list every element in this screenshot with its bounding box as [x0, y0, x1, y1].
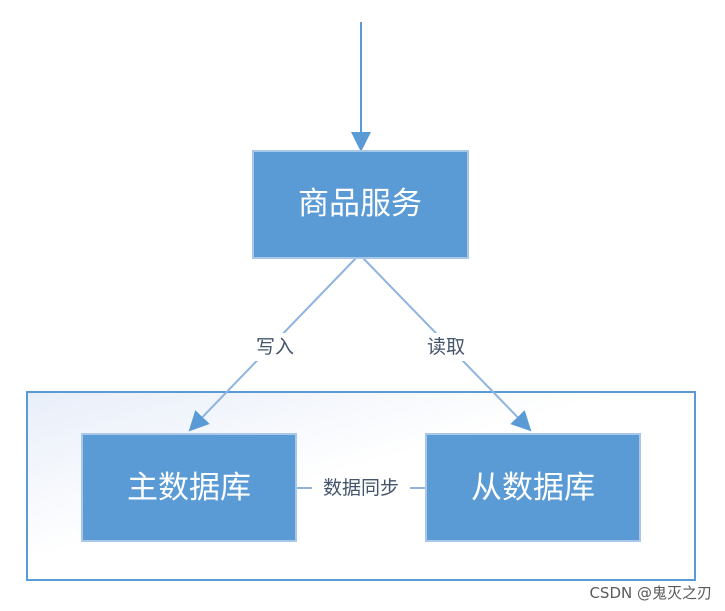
service-node: 商品服务: [252, 150, 469, 259]
write-label-bg: [249, 333, 301, 361]
slave-db-node: 从数据库: [425, 433, 641, 542]
read-edge-label: 读取: [427, 336, 465, 358]
service-node-label: 商品服务: [298, 186, 422, 222]
master-db-node-box: [81, 433, 297, 542]
slave-db-node-box: [425, 433, 641, 542]
read-label-bg: [420, 333, 472, 361]
watermark-text: CSDN @鬼灭之刃: [589, 584, 712, 602]
master-db-node: 主数据库: [81, 433, 297, 542]
service-node-box: [252, 150, 469, 259]
write-edge-label: 写入: [256, 336, 294, 358]
master-db-node-label: 主数据库: [127, 470, 251, 506]
slave-db-node-label: 从数据库: [471, 470, 595, 506]
sync-edge-label: 数据同步: [323, 477, 399, 499]
